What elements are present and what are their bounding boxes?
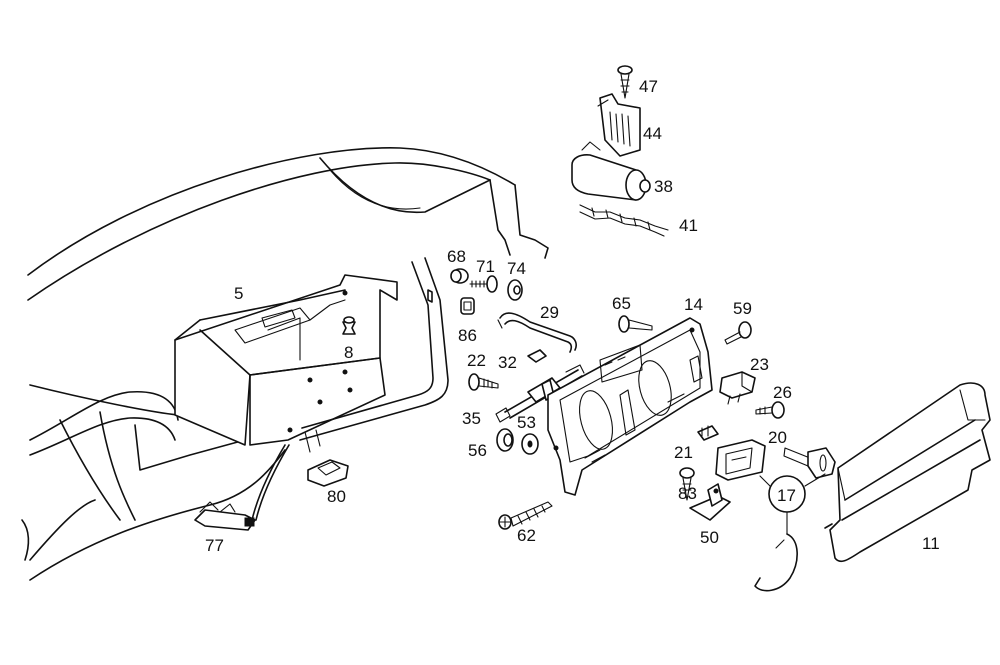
- part-86-clip: [460, 297, 475, 315]
- label-35: 35: [462, 409, 481, 428]
- part-50-latch: [689, 483, 731, 521]
- part-44-bracket: [597, 93, 641, 157]
- label-14: 14: [684, 295, 703, 314]
- label-65: 65: [612, 294, 631, 313]
- label-62: 62: [517, 526, 536, 545]
- part-21-clip: [697, 425, 719, 441]
- label-20: 20: [768, 428, 787, 447]
- label-23: 23: [750, 355, 769, 374]
- label-53: 53: [517, 413, 536, 432]
- part-83-screw: [679, 467, 695, 501]
- label-8: 8: [344, 343, 353, 362]
- part-14-mounting-frame: [547, 317, 713, 496]
- label-22: 22: [467, 351, 486, 370]
- label-68: 68: [447, 247, 466, 266]
- part-23-switch: [719, 371, 756, 405]
- label-47: 47: [639, 77, 658, 96]
- label-44: 44: [643, 124, 662, 143]
- part-22-screw: [468, 373, 499, 391]
- part-26-screw: [755, 401, 785, 419]
- label-71: 71: [476, 257, 495, 276]
- label-74: 74: [507, 259, 526, 278]
- label-59: 59: [733, 299, 752, 318]
- label-21: 21: [674, 443, 693, 462]
- label-32: 32: [498, 353, 517, 372]
- label-41: 41: [679, 216, 698, 235]
- label-50: 50: [700, 528, 719, 547]
- part-74-nut: [507, 279, 523, 301]
- label-11: 11: [922, 534, 940, 553]
- label-5: 5: [234, 284, 243, 303]
- label-26: 26: [773, 383, 792, 402]
- part-71-screw: [469, 275, 498, 293]
- key: [783, 447, 836, 479]
- part-41-chain: [579, 204, 669, 237]
- label-29: 29: [540, 303, 559, 322]
- part-32-clip: [527, 349, 547, 363]
- part-17-callout: [754, 473, 826, 592]
- label-83: 83: [678, 484, 697, 503]
- glovebox-housing: [174, 274, 398, 446]
- part-77-bracket: [194, 444, 290, 531]
- part-8-clip: [342, 316, 356, 335]
- label-38: 38: [654, 177, 673, 196]
- part-53-washer: [521, 433, 539, 455]
- label-86: 86: [458, 326, 477, 345]
- part-59-screw: [724, 321, 752, 345]
- part-65-screw: [618, 315, 653, 333]
- part-47-screw: [617, 65, 633, 99]
- part-62-screw: [498, 501, 553, 530]
- part-11-glovebox-door: [824, 382, 991, 563]
- label-80: 80: [327, 487, 346, 506]
- dashboard-outline: [21, 147, 549, 581]
- part-56-grommet: [496, 428, 514, 452]
- label-56: 56: [468, 441, 487, 460]
- label-77: 77: [205, 536, 224, 555]
- part-38-actuator: [571, 141, 651, 201]
- part-20-lock-housing: [715, 439, 766, 481]
- part-68-grommet: [450, 268, 469, 284]
- part-80-latch-plate: [307, 459, 349, 487]
- part-29-rod: [497, 312, 577, 353]
- label-17: 17: [777, 486, 796, 505]
